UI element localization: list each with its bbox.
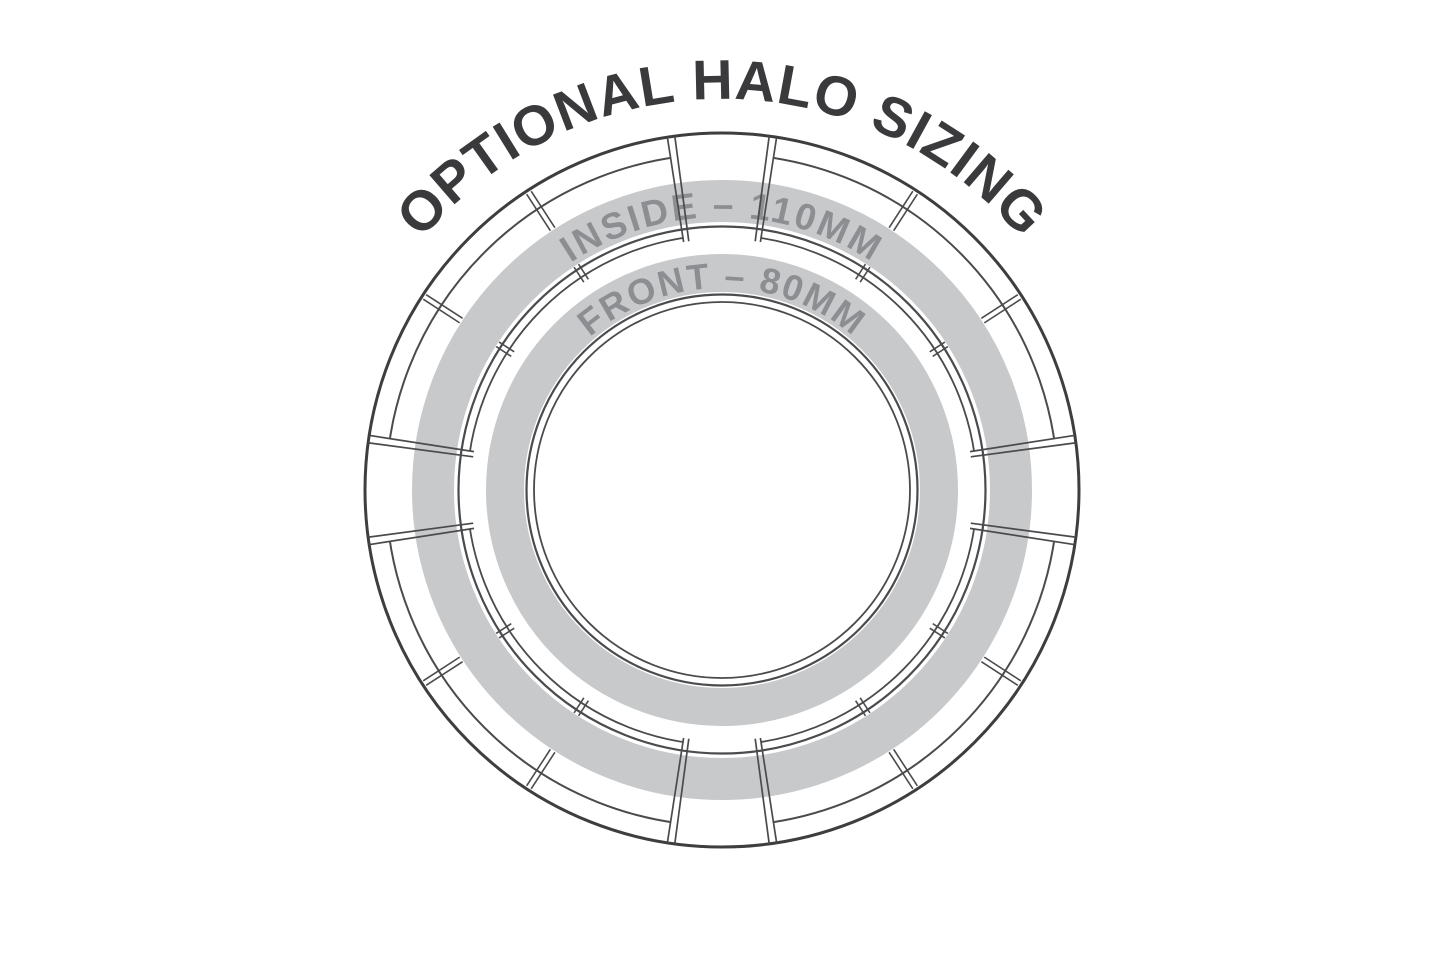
inside-sizing-band — [412, 180, 1032, 800]
outer-circle — [363, 131, 1081, 849]
center-hole-outer-circle — [525, 293, 919, 687]
center-hole-inner-circle — [533, 301, 911, 679]
mid-ring-outer-circle — [457, 225, 987, 755]
center-hole-circles — [525, 293, 919, 687]
front-sizing-band — [486, 254, 958, 726]
